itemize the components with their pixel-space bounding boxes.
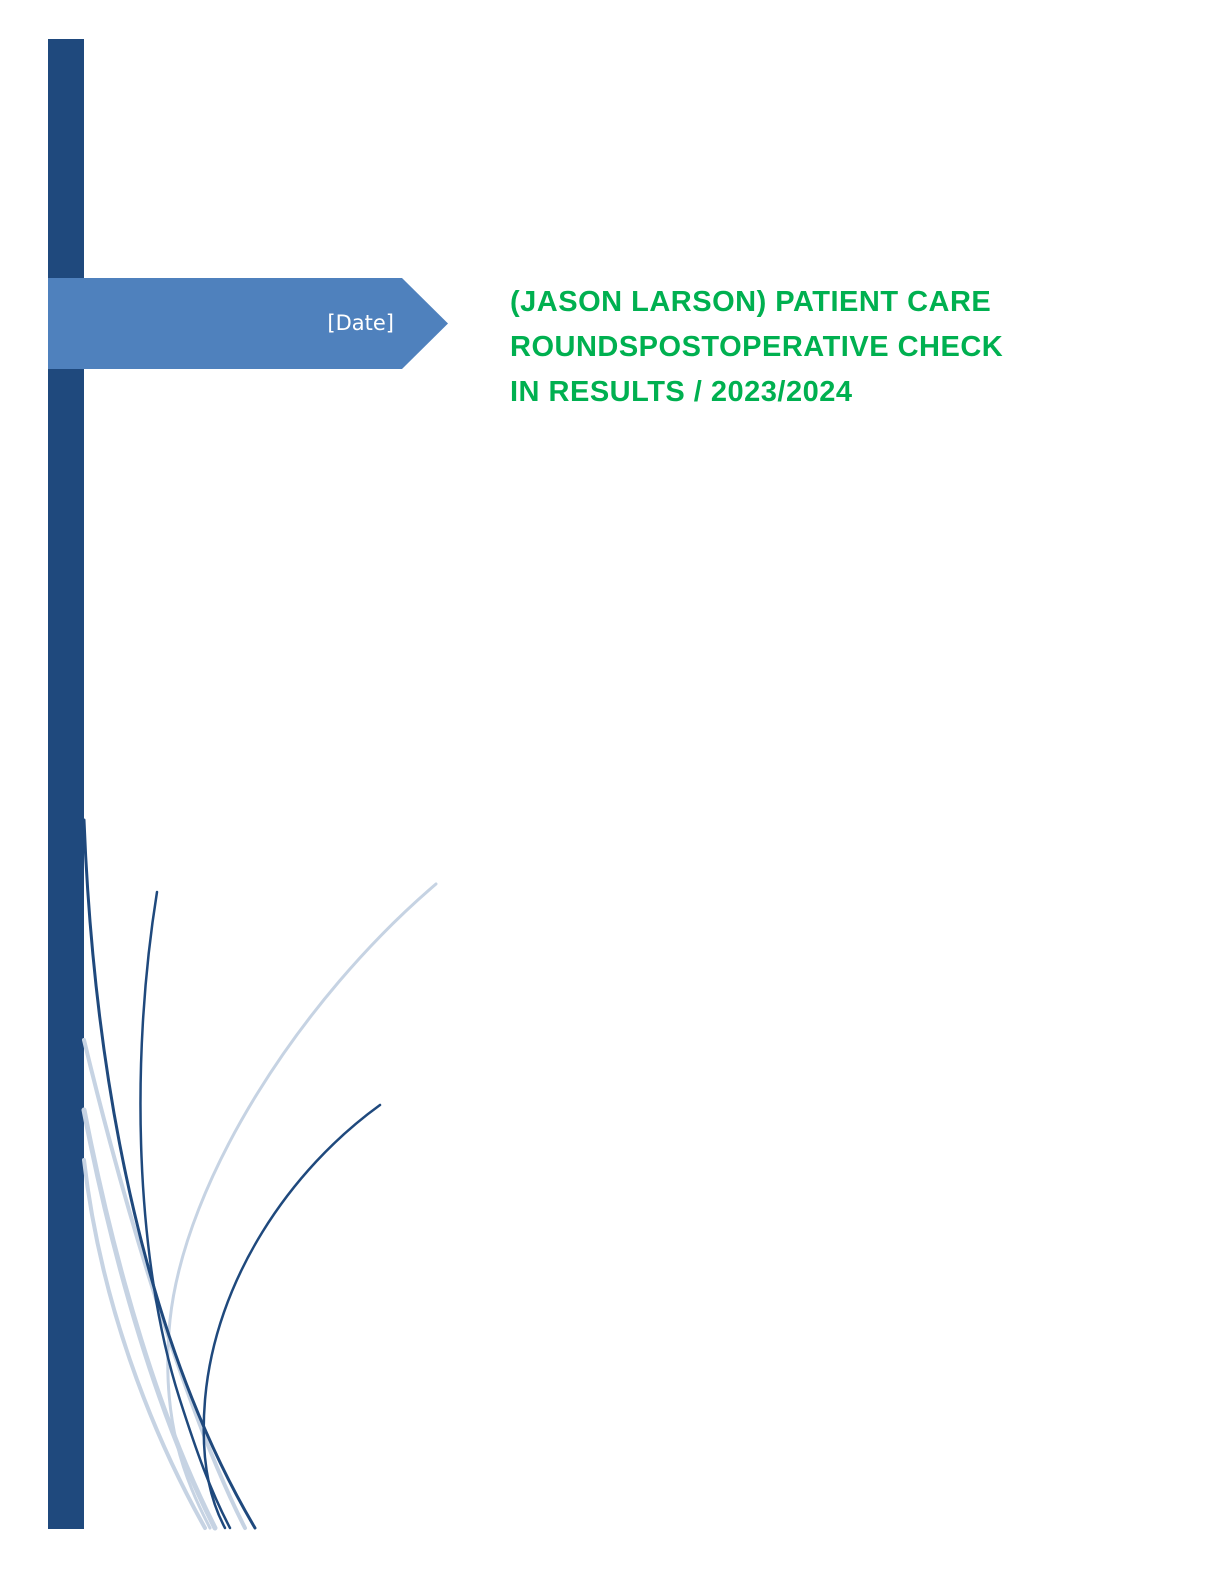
light-curve-2: [82, 1158, 207, 1530]
light-curve-1: [81, 1107, 218, 1531]
date-banner: [Date]: [48, 278, 448, 369]
dark-curve-3: [202, 1103, 382, 1530]
document-title: (JASON LARSON) PATIENT CARE ROUNDSPOSTOP…: [510, 286, 1004, 408]
dark-curve-1: [82, 818, 257, 1530]
dark-curve-2: [139, 890, 232, 1530]
light-curve-4: [166, 882, 438, 1530]
date-placeholder[interactable]: [Date]: [327, 311, 394, 335]
